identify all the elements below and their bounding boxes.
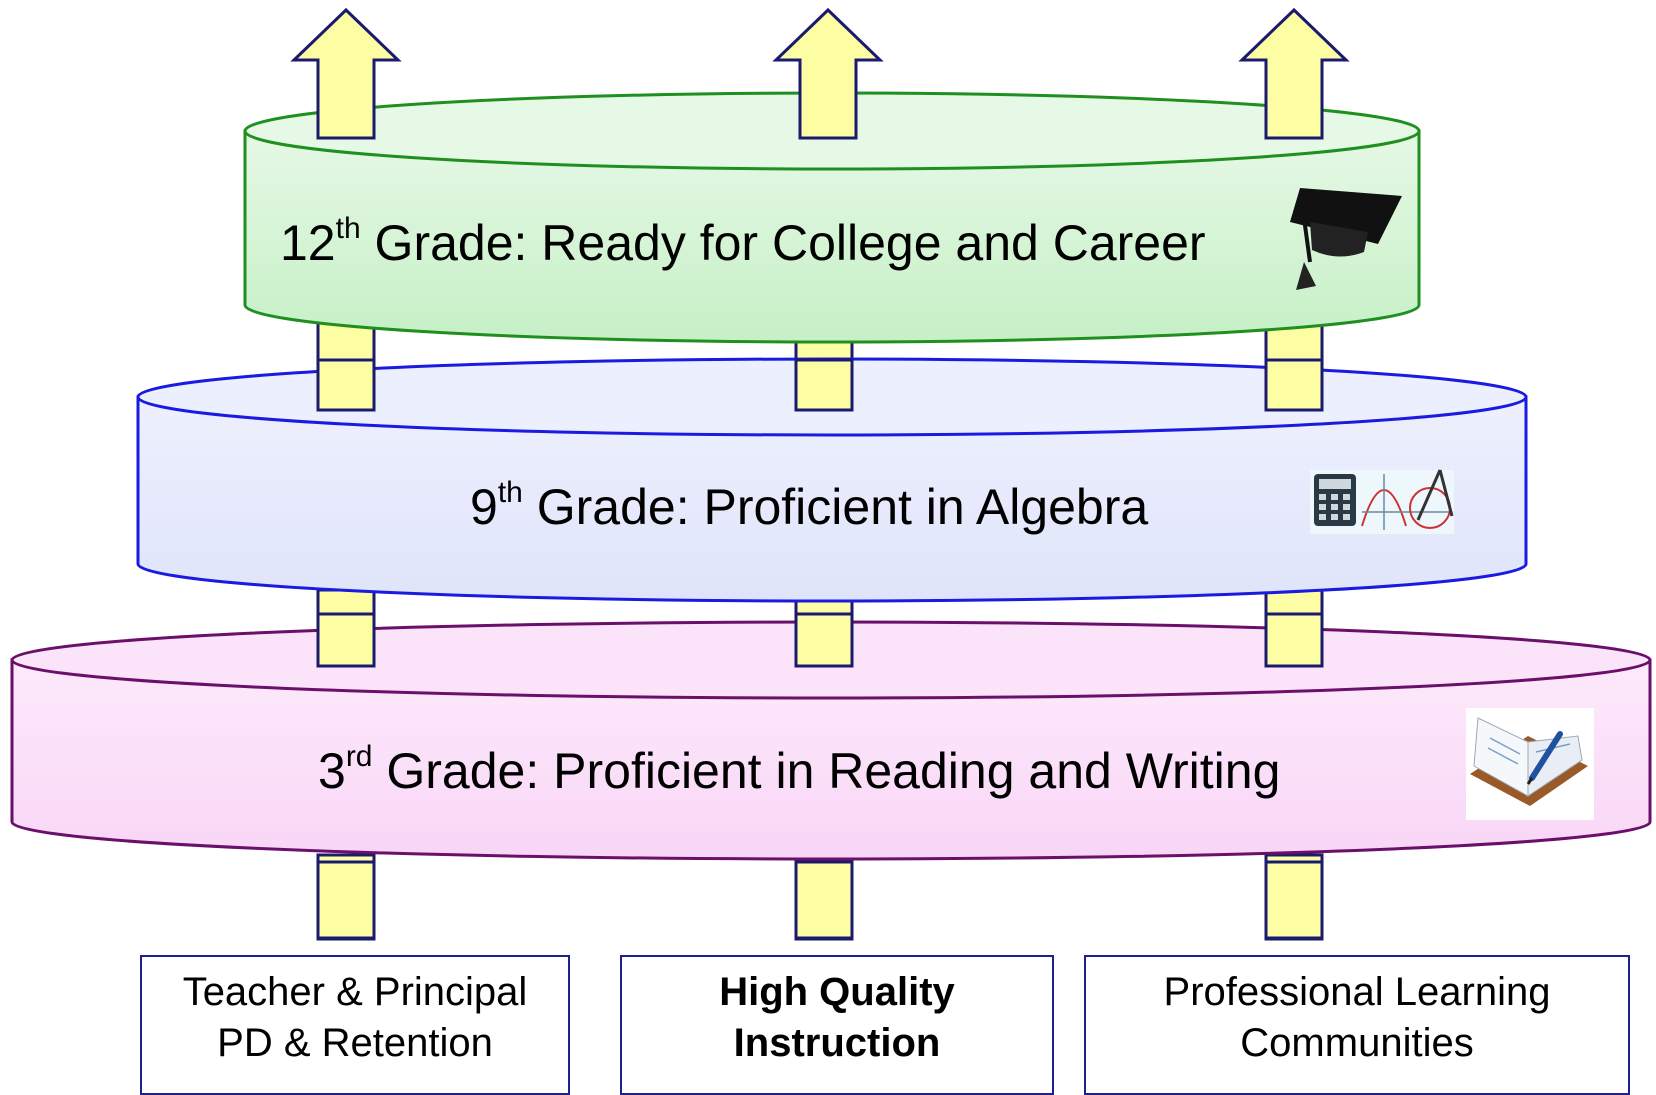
tier-label-12th-grade: 12th Grade: Ready for College and Career [280,214,1280,271]
arrow-piece-right-on-pink [1264,612,1324,668]
pillar-box-high-quality-instruction: High Quality Instruction [620,955,1054,1095]
arrow-piece-right-on-blue [1264,358,1324,412]
arrow-base-left [316,860,376,940]
tier-label-number: 9 [470,479,498,535]
arrow-piece-center-on-blue [794,358,854,412]
tier-label-text: Grade: Proficient in Algebra [522,479,1149,535]
pillar-label: High Quality Instruction [719,970,955,1065]
pillar-label: Teacher & Principal PD & Retention [182,970,528,1065]
pillar-label: Professional Learning Communities [1163,970,1551,1065]
tier-label-number: 3 [318,743,346,799]
arrow-piece-left-on-pink [316,612,376,668]
tier-label-text: Grade: Ready for College and Career [360,215,1206,271]
tier-3rd-grade-disc [10,620,1652,861]
arrow-up-left [290,7,402,140]
math-tools-icon [1310,469,1454,534]
tier-label-suffix: rd [345,740,373,773]
tier-label-suffix: th [497,476,523,509]
pillar-box-professional-learning: Professional Learning Communities [1084,955,1630,1095]
arrow-piece-center-on-pink [794,612,854,668]
tier-label-3rd-grade: 3rd Grade: Proficient in Reading and Wri… [318,742,1418,799]
arrow-base-center [794,860,854,940]
arrow-heads [290,7,1350,140]
pillar-box-teacher-principal: Teacher & Principal PD & Retention [140,955,570,1095]
arrow-piece-left-on-blue [316,358,376,412]
arrow-up-right [1238,7,1350,140]
arrow-top-pieces-mid [316,358,1324,412]
tier-label-number: 12 [280,215,336,271]
arrow-base-shafts [316,860,1324,940]
arrow-up-center [772,7,884,140]
graduation-cap-icon [1290,188,1402,290]
arrow-top-pieces-low [316,612,1324,668]
arrow-base-right [1264,860,1324,940]
tier-label-suffix: th [335,212,361,245]
book-and-pen-icon [1466,708,1594,820]
tier-label-9th-grade: 9th Grade: Proficient in Algebra [470,478,1370,535]
tier-label-text: Grade: Proficient in Reading and Writing [372,743,1281,799]
